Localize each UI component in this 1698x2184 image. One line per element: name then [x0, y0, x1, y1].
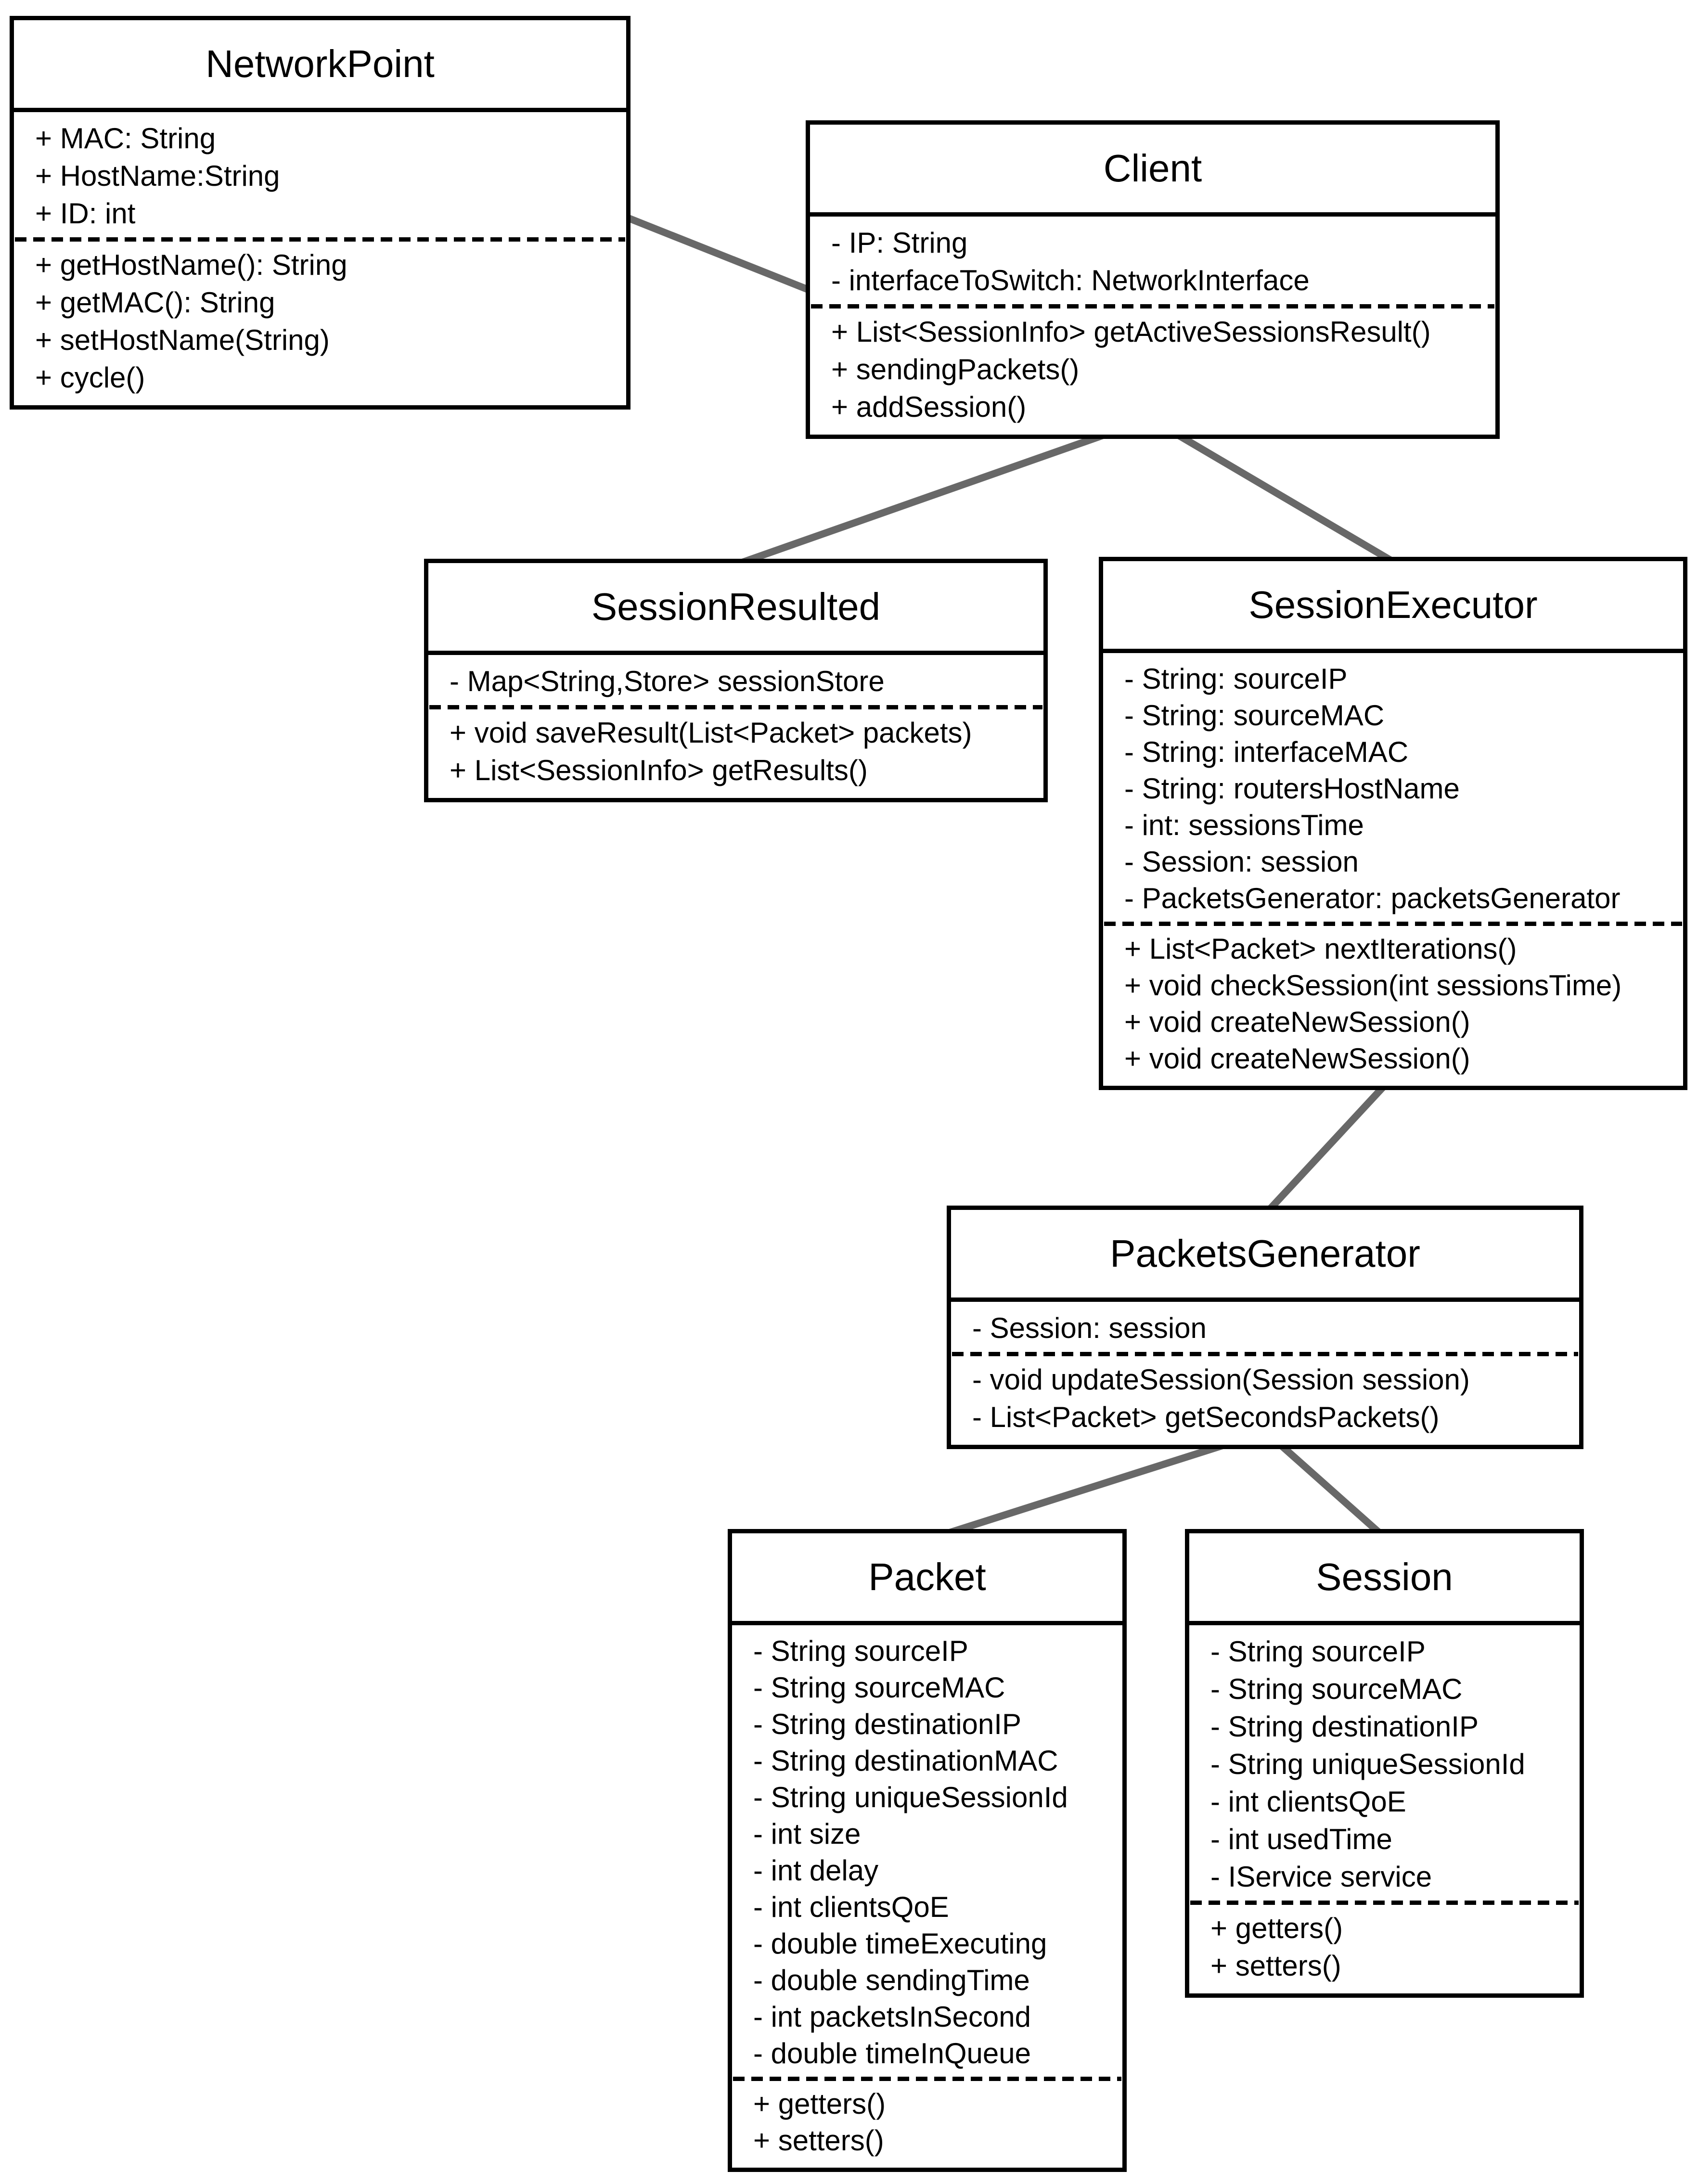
attributes-list: + MAC: String + HostName:String + ID: int	[14, 112, 626, 236]
member-line: - int clientsQoE	[753, 1891, 949, 1923]
connector-sessionexecutor-packetsgenerator	[1258, 1067, 1402, 1221]
attributes-methods-separator	[1190, 1901, 1579, 1905]
member-line: + void createNewSession()	[1124, 1006, 1470, 1038]
class-title: Client	[810, 125, 1495, 217]
attributes-list: - String: sourceIP - String: sourceMAC - S…	[1103, 653, 1683, 921]
methods-list: + getHostName(): String + getMAC(): Strin…	[14, 243, 626, 405]
class-title: SessionResulted	[428, 563, 1043, 655]
class-packet: Packet - String sourceIP - String sourceM…	[728, 1529, 1127, 2172]
member-line: + setters()	[753, 2124, 884, 2157]
methods-list: + List<Packet> nextIterations() + void ch…	[1103, 927, 1683, 1086]
member-line: + void saveResult(List<Packet> packets)	[450, 717, 972, 749]
member-line: - IService service	[1210, 1861, 1432, 1893]
member-line: - String destinationIP	[1210, 1710, 1479, 1743]
member-line: + HostName:String	[35, 160, 280, 192]
attributes-methods-separator	[1104, 922, 1682, 926]
member-line: + setHostName(String)	[35, 324, 330, 356]
attributes-methods-separator	[952, 1352, 1578, 1356]
member-line: - Map<String,Store> sessionStore	[450, 665, 885, 697]
attributes-methods-separator	[15, 237, 625, 242]
connector-packetsgenerator-session	[1262, 1428, 1391, 1544]
member-line: + getMAC(): String	[35, 286, 275, 319]
member-line: - IP: String	[831, 227, 968, 259]
member-line: - double timeInQueue	[753, 2037, 1031, 2069]
methods-list: + List<SessionInfo> getActiveSessionsRes…	[810, 309, 1495, 435]
connector-packetsgenerator-packet	[922, 1428, 1270, 1544]
member-line: - int usedTime	[1210, 1823, 1392, 1855]
member-line: - double timeExecuting	[753, 1927, 1047, 1960]
attributes-list: - Session: session	[951, 1302, 1579, 1351]
member-line: - Session: session	[972, 1312, 1207, 1344]
member-line: - int: sessionsTime	[1124, 809, 1364, 841]
connector-networkpoint-client	[603, 206, 824, 298]
attributes-list: - String sourceIP - String sourceMAC - Str…	[732, 1625, 1122, 2076]
member-line: - String: routersHostName	[1124, 772, 1460, 805]
member-line: + sendingPackets()	[831, 353, 1080, 385]
member-line: - String destinationIP	[753, 1708, 1021, 1740]
class-title: Packet	[732, 1533, 1122, 1625]
class-packetsgenerator: PacketsGenerator - Session: session - vo…	[947, 1206, 1583, 1449]
member-line: + void createNewSession()	[1124, 1042, 1470, 1075]
member-line: - int clientsQoE	[1210, 1786, 1406, 1818]
methods-list: + getters() + setters()	[1189, 1906, 1580, 1993]
member-line: + getHostName(): String	[35, 249, 347, 281]
member-line: - String uniqueSessionId	[1210, 1748, 1525, 1780]
member-line: + getters()	[753, 2088, 886, 2120]
member-line: - int packetsInSecond	[753, 2001, 1031, 2033]
methods-list: - void updateSession(Session session) - L…	[951, 1357, 1579, 1445]
member-line: + List<SessionInfo> getActiveSessionsRes…	[831, 316, 1431, 348]
member-line: + getters()	[1210, 1912, 1343, 1944]
member-line: - String sourceIP	[753, 1635, 968, 1667]
member-line: + setters()	[1210, 1950, 1341, 1982]
member-line: + List<SessionInfo> getResults()	[450, 754, 868, 786]
member-line: - String sourceMAC	[753, 1671, 1005, 1704]
class-title: NetworkPoint	[14, 20, 626, 112]
member-line: - int size	[753, 1818, 861, 1850]
member-line: - PacketsGenerator: packetsGenerator	[1124, 882, 1621, 914]
methods-list: + getters() + setters()	[732, 2082, 1122, 2168]
attributes-methods-separator	[811, 304, 1494, 308]
attributes-methods-separator	[733, 2077, 1121, 2081]
member-line: + List<Packet> nextIterations()	[1124, 933, 1517, 965]
member-line: - Session: session	[1124, 846, 1359, 878]
member-line: + addSession()	[831, 391, 1027, 423]
member-line: + MAC: String	[35, 122, 216, 154]
member-line: - String sourceMAC	[1210, 1673, 1463, 1705]
class-title: SessionExecutor	[1103, 561, 1683, 653]
member-line: - void updateSession(Session session)	[972, 1363, 1470, 1396]
attributes-list: - String sourceIP - String sourceMAC - Str…	[1189, 1625, 1580, 1900]
class-sessionexecutor: SessionExecutor - String: sourceIP- Stri…	[1099, 557, 1687, 1090]
class-session: Session - String sourceIP- String source…	[1185, 1529, 1584, 1998]
member-line: - int delay	[753, 1854, 879, 1887]
member-line: + void checkSession(int sessionsTime)	[1124, 969, 1622, 1002]
member-line: - List<Packet> getSecondsPackets()	[972, 1401, 1440, 1433]
connector-client-sessionresulted	[716, 415, 1154, 574]
class-title: Session	[1189, 1533, 1580, 1625]
class-sessionresulted: SessionResulted - Map<String,Store> sess…	[424, 559, 1048, 802]
connector-client-sessionexecutor	[1146, 415, 1412, 574]
class-client: Client - IP: String - interfaceToSwitch: …	[806, 120, 1500, 439]
attributes-methods-separator	[429, 705, 1042, 709]
member-line: - double sendingTime	[753, 1964, 1030, 1996]
member-line: - String destinationMAC	[753, 1745, 1058, 1777]
member-line: - String sourceIP	[1210, 1635, 1426, 1668]
member-line: - interfaceToSwitch: NetworkInterface	[831, 264, 1310, 296]
member-line: - String uniqueSessionId	[753, 1781, 1068, 1813]
class-title: PacketsGenerator	[951, 1210, 1579, 1302]
member-line: + ID: int	[35, 197, 136, 230]
member-line: - String: sourceIP	[1124, 663, 1348, 695]
class-networkpoint: NetworkPoint + MAC: String + HostName:Str…	[10, 16, 630, 410]
member-line: - String: sourceMAC	[1124, 699, 1385, 732]
attributes-list: - Map<String,Store> sessionStore	[428, 655, 1043, 704]
attributes-list: - IP: String - interfaceToSwitch: Network…	[810, 217, 1495, 303]
member-line: + cycle()	[35, 361, 145, 394]
methods-list: + void saveResult(List<Packet> packets) +…	[428, 710, 1043, 798]
member-line: - String: interfaceMAC	[1124, 736, 1409, 768]
